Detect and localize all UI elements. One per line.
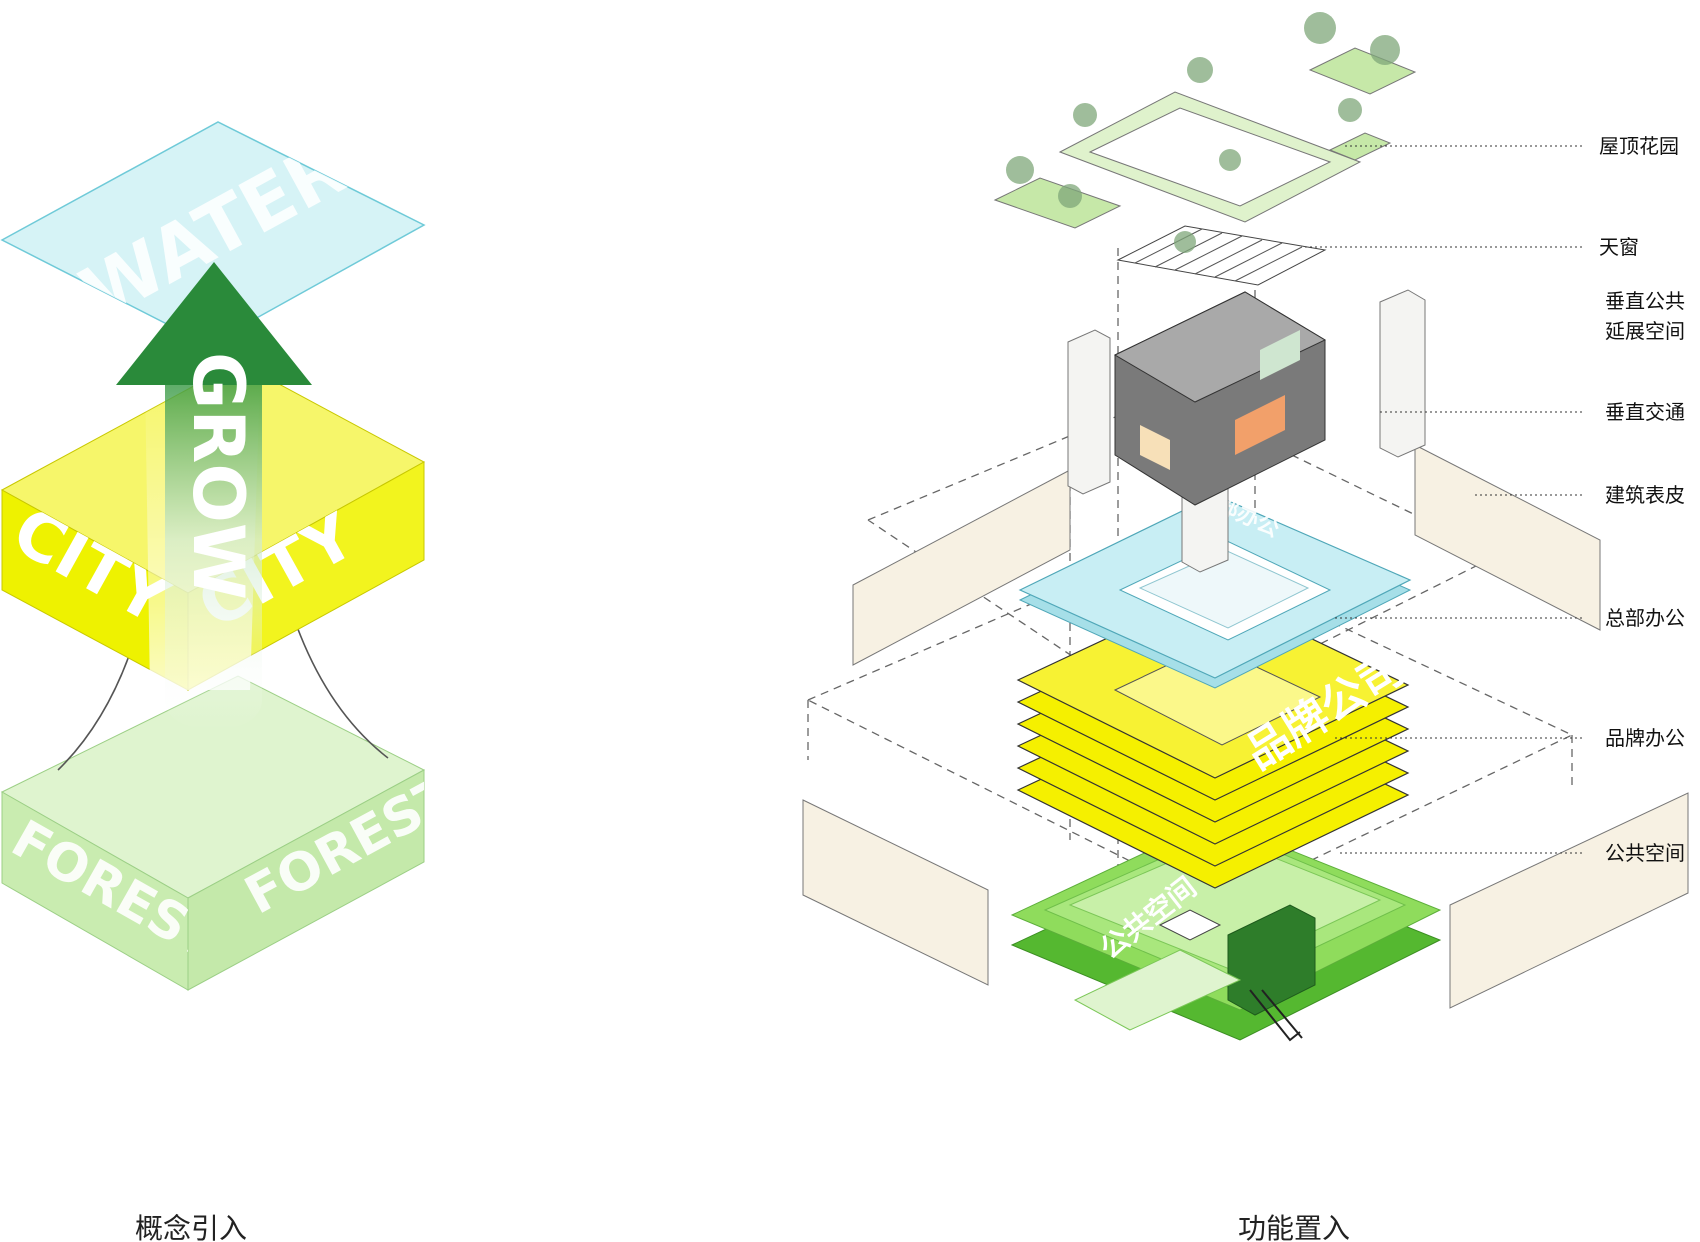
leader-lines: [1305, 145, 1585, 854]
label-vertical-public-1: 垂直公共: [1605, 289, 1685, 313]
label-brand-office: 品牌办公: [1605, 726, 1685, 750]
label-roof-garden: 屋顶花园: [1599, 134, 1679, 158]
layer-labels: 屋顶花园 天窗 垂直公共 延展空间 垂直交通 建筑表皮 总部办公 品牌办公 公共…: [1599, 134, 1685, 865]
roof-garden-layer: [993, 12, 1417, 253]
grow-text: GROW: [177, 352, 259, 600]
label-skylight: 天窗: [1599, 235, 1639, 259]
label-building-skin: 建筑表皮: [1605, 483, 1685, 507]
label-vertical-circulation: 垂直交通: [1605, 400, 1685, 424]
vertical-public-extension: [1113, 291, 1327, 506]
label-headquarters-office: 总部办公: [1605, 606, 1685, 630]
function-caption: 功能置入: [1238, 1212, 1350, 1242]
concept-caption: 概念引入: [135, 1212, 247, 1242]
skylight-layer: [1116, 225, 1327, 286]
function-diagram: 公共空间 品牌公司 总部办公: [802, 12, 1689, 1242]
headquarters-office-layer: 总部办公: [1018, 482, 1412, 689]
grow-arrow: GROW: [116, 262, 312, 730]
label-public-space: 公共空间: [1605, 841, 1685, 865]
concept-diagram: WATER FOREST FOREST CITY: [0, 121, 426, 1242]
building-skin: [802, 444, 1689, 1009]
label-vertical-public-2: 延展空间: [1605, 319, 1685, 343]
public-space-layer: 公共空间: [1010, 819, 1442, 1042]
